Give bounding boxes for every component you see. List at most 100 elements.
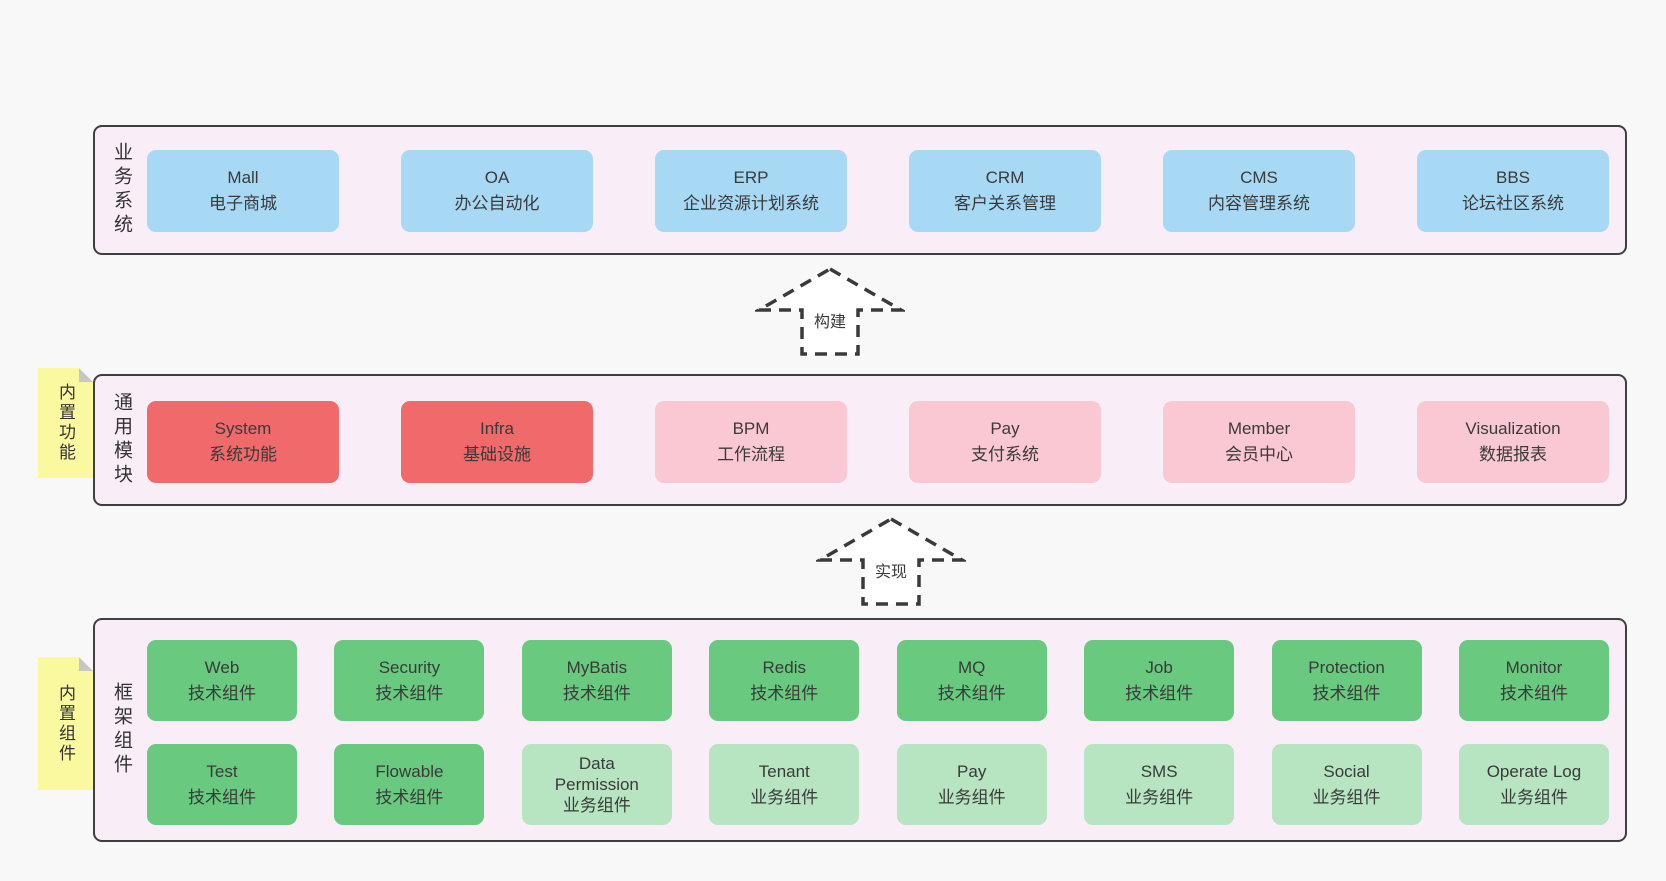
box-title: Social <box>1323 761 1370 781</box>
box-subtitle: 技术组件 <box>375 787 444 807</box>
box-test: Test 技术组件 <box>147 744 297 825</box>
box-title: Pay <box>990 419 1020 438</box>
box-title: Monitor <box>1505 657 1563 677</box>
arrow-implement-label: 实现 <box>870 557 912 583</box>
band-business-systems: 业务系统 Mall 电子商城 OA 办公自动化 ERP 企业资源计划系统 CRM… <box>93 125 1627 255</box>
box-system: System 系统功能 <box>147 401 339 483</box>
box-title: Member <box>1227 419 1291 438</box>
box-subtitle: 业务组件 <box>937 787 1006 807</box>
box-job: Job 技术组件 <box>1084 640 1235 721</box>
box-data-permission: Data Permission 业务组件 <box>521 744 672 825</box>
box-title: Test <box>206 761 238 781</box>
box-subtitle: 业务组件 <box>1312 787 1381 807</box>
box-erp: ERP 企业资源计划系统 <box>655 150 847 232</box>
box-subtitle: 技术组件 <box>375 683 444 703</box>
box-subtitle: 支付系统 <box>971 445 1039 464</box>
box-title: Mall <box>227 168 259 187</box>
box-subtitle: 内容管理系统 <box>1208 194 1310 213</box>
box-title: SMS <box>1140 761 1178 781</box>
box-subtitle: 业务组件 <box>1499 787 1568 807</box>
box-subtitle: 会员中心 <box>1225 445 1293 464</box>
box-oa: OA 办公自动化 <box>401 150 593 232</box>
box-subtitle: 工作流程 <box>717 445 785 464</box>
box-subtitle: 技术组件 <box>188 787 256 807</box>
folded-corner-icon <box>79 657 93 671</box>
box-title: Flowable <box>375 761 444 781</box>
components-row-2: Test 技术组件 Flowable 技术组件 Data Permission … <box>147 744 1609 825</box>
box-subtitle: 技术组件 <box>1312 683 1381 703</box>
box-title: Web <box>204 657 240 677</box>
box-title: Security <box>378 657 441 677</box>
components-row-1: Web 技术组件 Security 技术组件 MyBatis 技术组件 Redi… <box>147 640 1609 721</box>
box-title: CMS <box>1240 168 1278 187</box>
box-operate-log: Operate Log 业务组件 <box>1458 744 1609 825</box>
arrow-implement: 实现 <box>816 516 966 608</box>
band-modules-label: 通用模块 <box>111 392 132 488</box>
box-subtitle: 技术组件 <box>750 683 819 703</box>
box-mybatis: MyBatis 技术组件 <box>521 640 672 721</box>
box-title: Protection <box>1308 657 1385 677</box>
box-title: ERP <box>733 168 769 187</box>
box-title: OA <box>484 168 510 187</box>
box-pay-component: Pay 业务组件 <box>896 744 1047 825</box>
box-subtitle: 业务组件 <box>562 796 631 815</box>
box-mall: Mall 电子商城 <box>147 150 339 232</box>
box-sms: SMS 业务组件 <box>1084 744 1235 825</box>
arrow-build-label: 构建 <box>809 307 851 333</box>
sticky-text: 内置功能 <box>56 383 75 463</box>
box-monitor: Monitor 技术组件 <box>1458 640 1609 721</box>
box-subtitle: 基础设施 <box>463 445 531 464</box>
box-title: Tenant <box>758 761 810 781</box>
box-flowable: Flowable 技术组件 <box>334 744 485 825</box>
box-title: System <box>214 419 272 438</box>
box-bbs: BBS 论坛社区系统 <box>1417 150 1609 232</box>
box-mq: MQ 技术组件 <box>896 640 1047 721</box>
box-title: Data Permission <box>554 754 639 794</box>
box-subtitle: 客户关系管理 <box>954 194 1056 213</box>
band-components-label: 框架组件 <box>111 682 132 778</box>
box-title: Operate Log <box>1486 761 1582 781</box>
box-pay-module: Pay 支付系统 <box>909 401 1101 483</box>
box-infra: Infra 基础设施 <box>401 401 593 483</box>
box-security: Security 技术组件 <box>334 640 485 721</box>
box-subtitle: 技术组件 <box>1125 683 1194 703</box>
box-subtitle: 办公自动化 <box>454 194 540 213</box>
box-subtitle: 系统功能 <box>209 445 277 464</box>
business-box-row: Mall 电子商城 OA 办公自动化 ERP 企业资源计划系统 CRM 客户关系… <box>147 150 1609 232</box>
box-visualization: Visualization 数据报表 <box>1417 401 1609 483</box>
box-subtitle: 业务组件 <box>1125 787 1194 807</box>
box-subtitle: 论坛社区系统 <box>1462 194 1564 213</box>
band-framework-components: 框架组件 Web 技术组件 Security 技术组件 MyBatis 技术组件… <box>93 618 1627 842</box>
box-title: CRM <box>985 168 1025 187</box>
box-title: Infra <box>479 419 515 438</box>
box-subtitle: 业务组件 <box>750 787 819 807</box>
box-crm: CRM 客户关系管理 <box>909 150 1101 232</box>
sticky-note-built-in-features: 内置功能 <box>38 368 93 478</box>
band-common-modules: 通用模块 System 系统功能 Infra 基础设施 BPM 工作流程 Pay… <box>93 374 1627 506</box>
sticky-note-built-in-components: 内置组件 <box>38 657 93 790</box>
band-business-label: 业务系统 <box>111 142 132 238</box>
box-title: Pay <box>957 761 987 781</box>
modules-box-row: System 系统功能 Infra 基础设施 BPM 工作流程 Pay 支付系统… <box>147 401 1609 483</box>
box-bpm: BPM 工作流程 <box>655 401 847 483</box>
arrow-build: 构建 <box>755 266 905 358</box>
box-title: MyBatis <box>566 657 628 677</box>
box-title: Redis <box>762 657 806 677</box>
box-subtitle: 技术组件 <box>188 683 256 703</box>
box-social: Social 业务组件 <box>1271 744 1422 825</box>
box-title: MQ <box>957 657 986 677</box>
box-tenant: Tenant 业务组件 <box>709 744 860 825</box>
box-title: BPM <box>732 419 770 438</box>
box-subtitle: 企业资源计划系统 <box>683 194 819 213</box>
box-subtitle: 技术组件 <box>562 683 631 703</box>
box-redis: Redis 技术组件 <box>709 640 860 721</box>
box-subtitle: 技术组件 <box>937 683 1006 703</box>
box-subtitle: 技术组件 <box>1499 683 1568 703</box>
box-cms: CMS 内容管理系统 <box>1163 150 1355 232</box>
box-subtitle: 电子商城 <box>209 194 277 213</box>
box-title: BBS <box>1495 168 1531 187</box>
sticky-text: 内置组件 <box>56 683 75 764</box>
box-protection: Protection 技术组件 <box>1271 640 1422 721</box>
box-title: Visualization <box>1465 419 1561 438</box>
box-web: Web 技术组件 <box>147 640 297 721</box>
